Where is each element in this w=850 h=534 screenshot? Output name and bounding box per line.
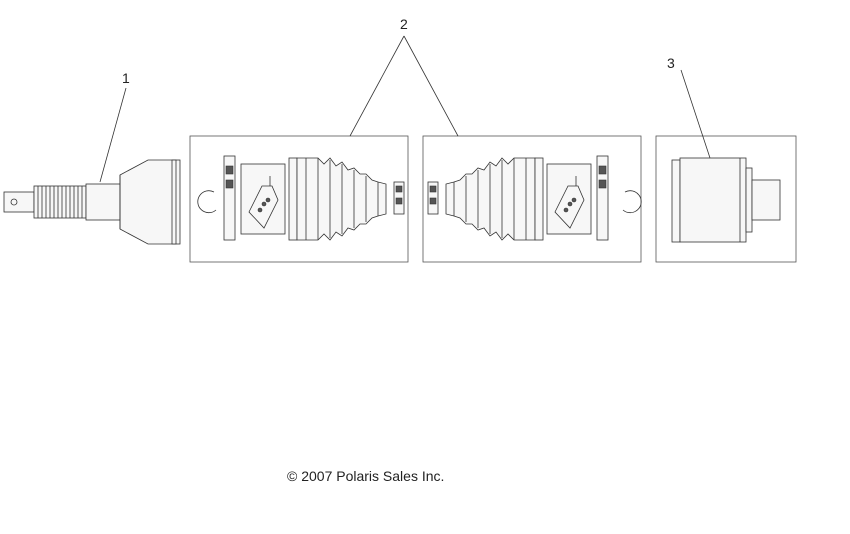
part-3-inner-cv-joint[interactable] xyxy=(671,157,781,243)
leader-line-3 xyxy=(680,69,711,159)
callout-2[interactable]: 2 xyxy=(400,16,408,32)
boot-kit-inner-contents[interactable] xyxy=(427,155,642,241)
copyright-notice: © 2007 Polaris Sales Inc. xyxy=(287,468,445,484)
leader-line-2b xyxy=(403,35,459,137)
boot-kit-box-outer xyxy=(189,135,409,263)
callout-3[interactable]: 3 xyxy=(667,55,675,71)
callout-1[interactable]: 1 xyxy=(122,70,130,86)
boot-kit-outer-contents[interactable] xyxy=(197,155,405,241)
part-1-outer-cv-joint[interactable] xyxy=(3,159,181,245)
leader-line-2a xyxy=(349,35,405,137)
inner-cv-box xyxy=(655,135,797,263)
leader-line-1 xyxy=(99,87,127,183)
